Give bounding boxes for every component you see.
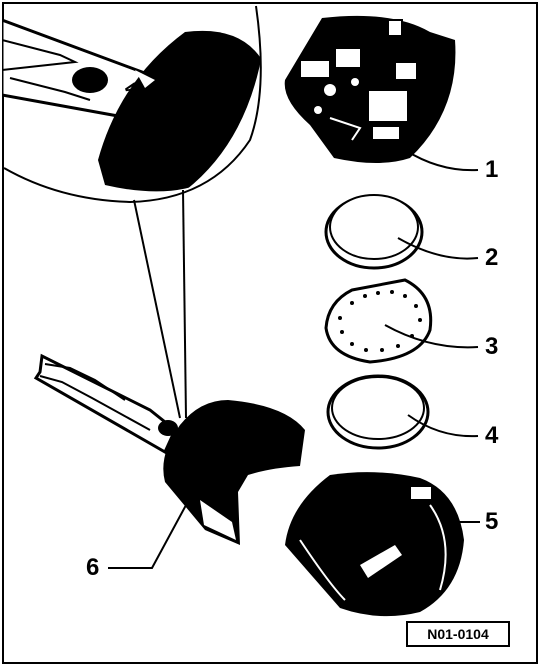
leader-line-6: [108, 493, 193, 569]
callout-2: 2: [485, 244, 499, 271]
battery-contact-dot: [72, 67, 108, 93]
figure-reference-code: N01-0104: [406, 621, 510, 647]
projection-line-right: [182, 189, 187, 419]
part-1-circuit-board: [284, 15, 456, 163]
magnified-detail: W: [2, 5, 263, 204]
projection-line-left: [133, 199, 181, 419]
part-6-key: [33, 353, 305, 545]
callout-3: 3: [485, 333, 499, 360]
callout-4: 4: [485, 422, 499, 449]
leader-line-3: [384, 324, 479, 349]
callout-1: 1: [485, 156, 499, 183]
part-4-seal: [326, 374, 430, 450]
leader-line-2: [397, 237, 479, 260]
leader-lines: [108, 149, 480, 569]
leader-line-1: [404, 149, 479, 172]
leader-line-4: [407, 414, 479, 438]
callout-6: 6: [86, 554, 100, 581]
part-5-housing: [285, 472, 464, 617]
engraving-mark: [135, 70, 155, 88]
part-3-membrane: [324, 278, 433, 364]
callout-5: 5: [485, 508, 499, 535]
part-2-battery: [324, 194, 424, 270]
engraving-letter: W: [120, 82, 141, 103]
